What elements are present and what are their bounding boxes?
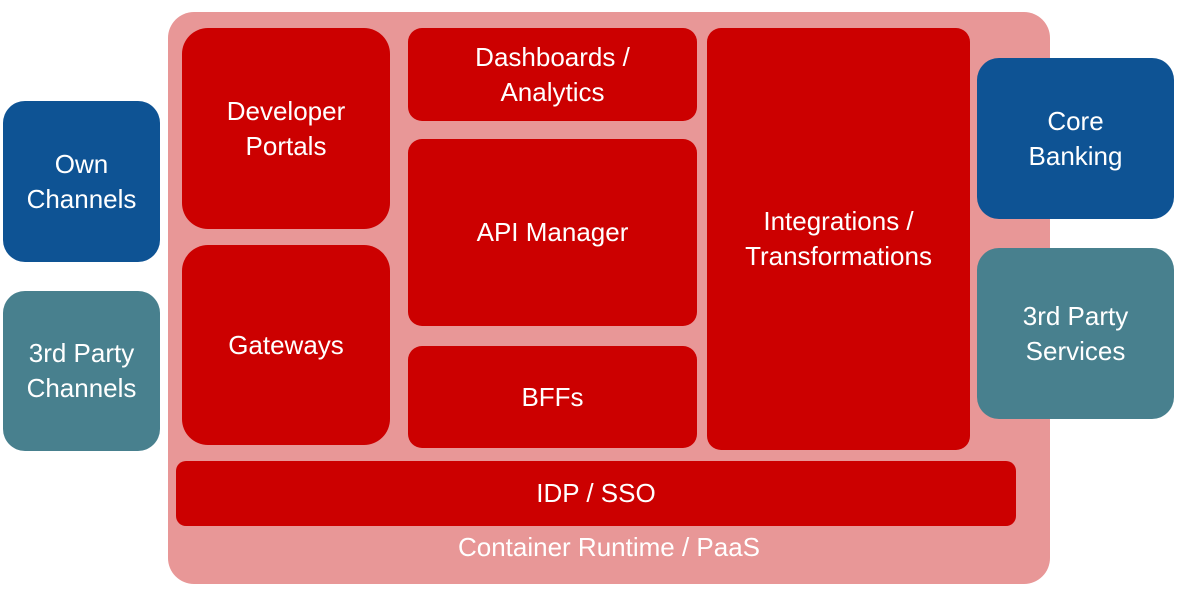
third-party-channels-box: 3rd Party Channels <box>3 291 160 451</box>
container-runtime-label: Container Runtime / PaaS <box>457 532 761 562</box>
dashboards-analytics-box: Dashboards / Analytics <box>408 28 697 121</box>
integrations-transformations-box: Integrations / Transformations <box>707 28 970 450</box>
own-channels-box: Own Channels <box>3 101 160 262</box>
idp-sso-box: IDP / SSO <box>176 461 1016 526</box>
core-banking-box: Core Banking <box>977 58 1174 219</box>
bffs-box: BFFs <box>408 346 697 448</box>
developer-portals-box: Developer Portals <box>182 28 390 229</box>
third-party-services-box: 3rd Party Services <box>977 248 1174 419</box>
gateways-box: Gateways <box>182 245 390 445</box>
api-manager-box: API Manager <box>408 139 697 326</box>
